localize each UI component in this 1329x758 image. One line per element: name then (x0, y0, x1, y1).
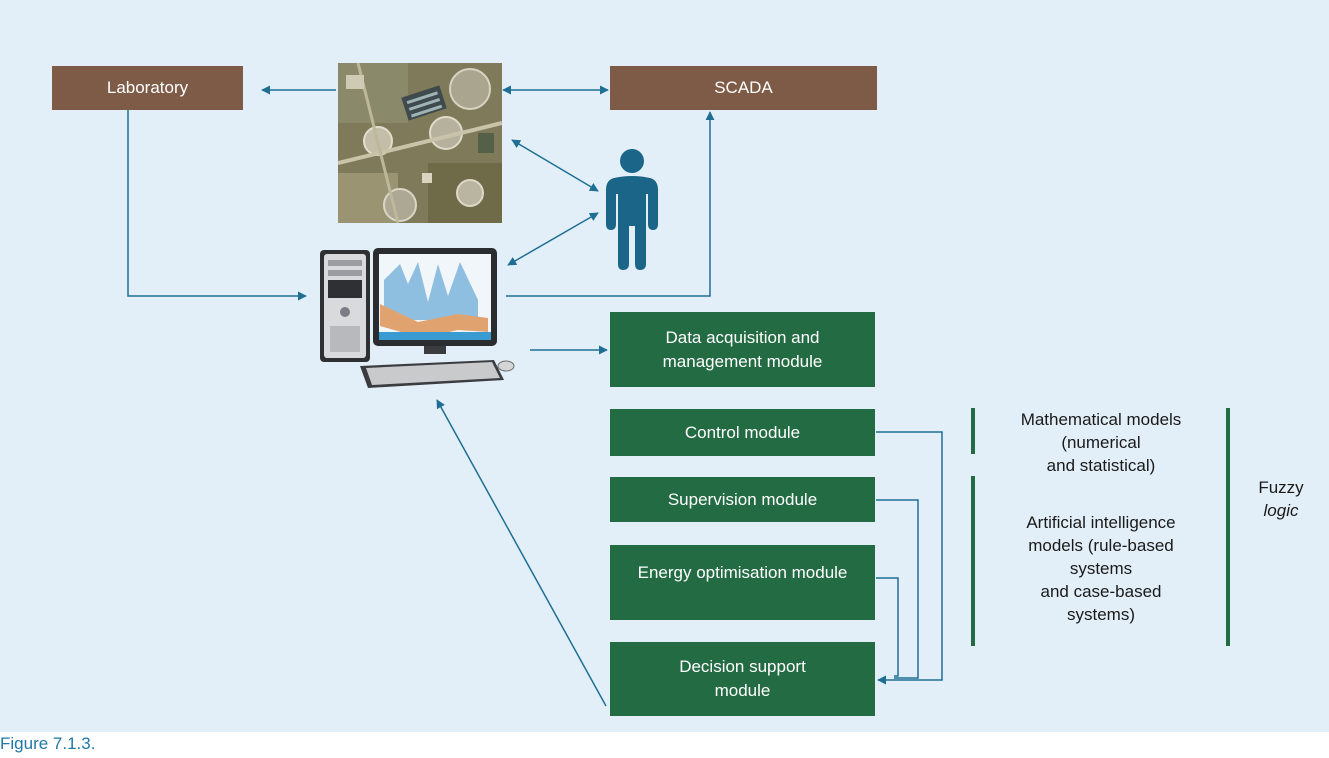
arrow-laboratory-to-computer (127, 110, 307, 301)
energy-optimisation-module-label: Energy optimisation module (637, 563, 848, 582)
ai-models-line1: Artificial intelligence (1026, 513, 1176, 532)
arrow-computer-to-scada (506, 111, 715, 297)
ai-models-line5: systems) (1067, 605, 1135, 624)
supervision-module-box: Supervision module (610, 477, 875, 522)
laboratory-label: Laboratory (106, 78, 189, 97)
arrow-photo-person (511, 139, 599, 192)
arrow-decision-to-computer (436, 399, 607, 707)
arrow-control-to-decision (876, 431, 943, 685)
person-icon (604, 148, 660, 270)
decision-support-label-line2: module (714, 681, 771, 700)
energy-optimisation-module-box: Energy optimisation module (610, 545, 875, 620)
line-supervision-to-decision (876, 499, 919, 679)
fuzzy-logic-line2: logic (1263, 501, 1299, 520)
ai-models-line3: systems (1069, 559, 1133, 578)
mathematical-models-line2: (numerical (1061, 433, 1141, 452)
plant-aerial-photo (338, 63, 502, 223)
figure-caption: Figure 7.1.3. (0, 734, 96, 753)
arrow-computer-person (507, 212, 599, 266)
line-energy-to-decision (876, 577, 899, 677)
ai-models-bar (971, 476, 975, 646)
data-acquisition-module-box: Data acquisition and management module (610, 312, 875, 387)
control-module-box: Control module (610, 409, 875, 456)
fuzzy-logic-line1: Fuzzy (1258, 478, 1304, 497)
data-acquisition-label-line2: management module (662, 351, 823, 371)
decision-support-module-box: Decision support module (610, 642, 875, 716)
scada-label: SCADA (714, 78, 773, 97)
mathematical-models-bar (971, 408, 975, 454)
laboratory-box: Laboratory (52, 66, 243, 110)
control-module-label: Control module (684, 422, 801, 442)
mathematical-models-line3: and statistical) (1046, 456, 1156, 475)
ai-models-line4: and case-based (1040, 582, 1162, 601)
supervision-module-label: Supervision module (667, 489, 818, 509)
data-acquisition-label-line1: Data acquisition and (665, 327, 820, 347)
computer-icon (318, 240, 518, 390)
fuzzy-logic-text: Fuzzy logic (1238, 476, 1324, 522)
scada-box: SCADA (610, 66, 877, 110)
fuzzy-logic-bar (1226, 408, 1230, 646)
mathematical-models-text: Mathematical models (numerical and stati… (985, 408, 1217, 477)
ai-models-text: Artificial intelligence models (rule-bas… (985, 511, 1217, 626)
ai-models-line2: models (rule-based (1028, 536, 1174, 555)
decision-support-label-line1: Decision support (679, 657, 806, 676)
mathematical-models-line1: Mathematical models (1020, 410, 1182, 429)
